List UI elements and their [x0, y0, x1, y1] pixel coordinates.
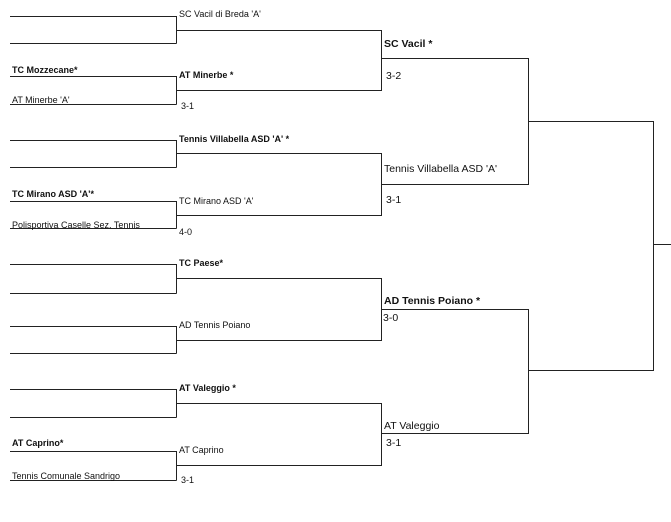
r2-m3-bottom-team: AD Tennis Poiano — [179, 320, 251, 330]
r2-m3-top-team: TC Paese* — [179, 258, 224, 268]
r2-m2-bottom-team: TC Mirano ASD 'A' — [179, 196, 254, 206]
r3-m1-bottom-team: Tennis Villabella ASD 'A' — [384, 163, 497, 175]
round3-lines — [381, 58, 529, 434]
r2-m2-score: 4-0 — [179, 227, 193, 237]
r2-match-3-lines — [176, 278, 382, 341]
r3-m2-top-team: AD Tennis Poiano * — [384, 295, 481, 307]
r1-match-2-lines — [10, 76, 177, 105]
r1-m8-bottom-team: Tennis Comunale Sandrigo — [12, 471, 121, 481]
final-lines — [528, 121, 671, 371]
r2-m4-top-team: AT Valeggio * — [179, 383, 236, 393]
r1-match-7-lines — [10, 389, 177, 418]
r3-m2-bottom-team: AT Valeggio — [384, 420, 440, 432]
r2-m1-score: 3-1 — [181, 101, 195, 111]
r3-m2-bottom-score: 3-1 — [386, 437, 402, 449]
round1-lines — [10, 16, 177, 481]
r2-m1-top-team: SC Vacil di Breda 'A' — [179, 9, 261, 19]
r2-match-4-lines — [176, 403, 382, 466]
r1-m2-bottom-team: AT Minerbe 'A' — [12, 95, 70, 105]
r1-match-8-lines — [10, 451, 177, 481]
r2-m4-bottom-team: AT Caprino — [179, 445, 224, 455]
r2-m4-score: 3-1 — [181, 475, 195, 485]
r2-m2-top-team: Tennis Villabella ASD 'A' * — [179, 134, 290, 144]
r3-m1-bottom-score: 3-1 — [386, 194, 402, 206]
r2-match-1-lines — [176, 30, 382, 91]
r1-m4-bottom-team: Polisportiva Caselle Sez. Tennis — [12, 220, 140, 230]
r3-match-2-lines — [381, 309, 529, 434]
r1-match-6-lines — [10, 326, 177, 354]
r1-match-3-lines — [10, 140, 177, 168]
r3-m2-top-score: 3-0 — [383, 312, 399, 324]
r1-match-1-lines — [10, 16, 177, 44]
round2-lines — [176, 30, 382, 466]
r3-m1-top-score: 3-2 — [386, 70, 402, 82]
r1-m8-top-team: AT Caprino* — [12, 438, 64, 448]
r2-m1-bottom-team: AT Minerbe * — [179, 70, 234, 80]
r1-m2-top-team: TC Mozzecane* — [12, 65, 78, 75]
r1-match-4-lines — [10, 201, 177, 229]
final-match-lines — [528, 121, 671, 371]
r1-m4-top-team: TC Mirano ASD 'A'* — [12, 189, 94, 199]
r1-match-5-lines — [10, 264, 177, 294]
r3-m1-top-team: SC Vacil * — [384, 38, 433, 50]
